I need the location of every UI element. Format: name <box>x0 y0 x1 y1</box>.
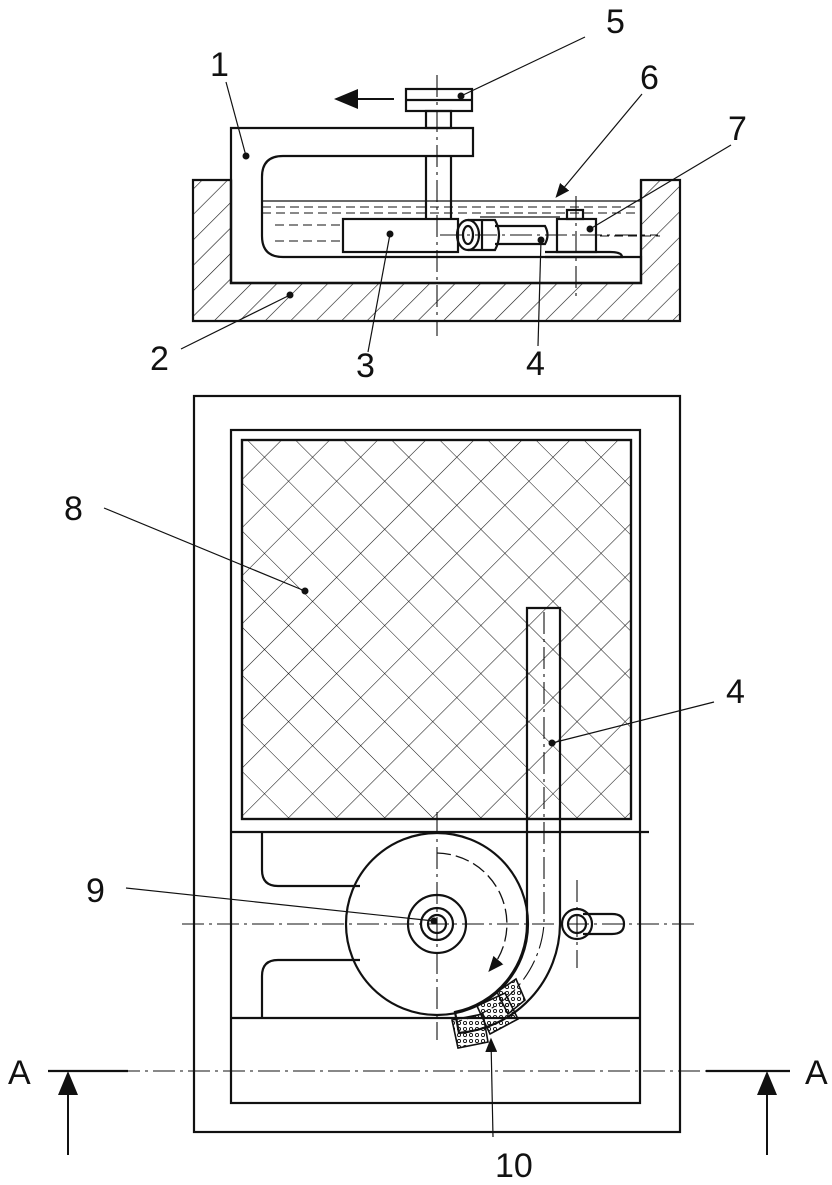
bead-segments <box>451 977 526 1049</box>
label-4-top: 4 <box>526 345 545 383</box>
label-1: 1 <box>210 46 229 84</box>
label-2: 2 <box>150 340 169 378</box>
label-8: 8 <box>64 490 83 528</box>
label-9: 9 <box>86 872 105 910</box>
label-7: 7 <box>728 110 747 148</box>
fork-bracket <box>260 832 360 888</box>
section-view <box>191 75 682 336</box>
c-frame <box>229 126 643 285</box>
inner-frame <box>229 428 642 1105</box>
label-3: 3 <box>356 347 375 385</box>
label-4-bottom: 4 <box>726 673 745 711</box>
outer-frame <box>192 394 682 1134</box>
labels: 1 2 3 4 5 6 7 8 4 9 10 A A <box>8 3 828 1185</box>
section-label-left: A <box>8 1054 31 1092</box>
section-line-a-a <box>48 1069 790 1155</box>
mesh-screen <box>240 438 633 821</box>
section-label-right: A <box>805 1054 828 1092</box>
clamp-screw <box>404 87 474 219</box>
plan-view <box>182 394 698 1134</box>
label-6: 6 <box>640 59 659 97</box>
pipe <box>455 216 560 252</box>
label-5: 5 <box>606 3 625 41</box>
label-10: 10 <box>495 1147 533 1185</box>
leaders <box>103 36 732 1138</box>
